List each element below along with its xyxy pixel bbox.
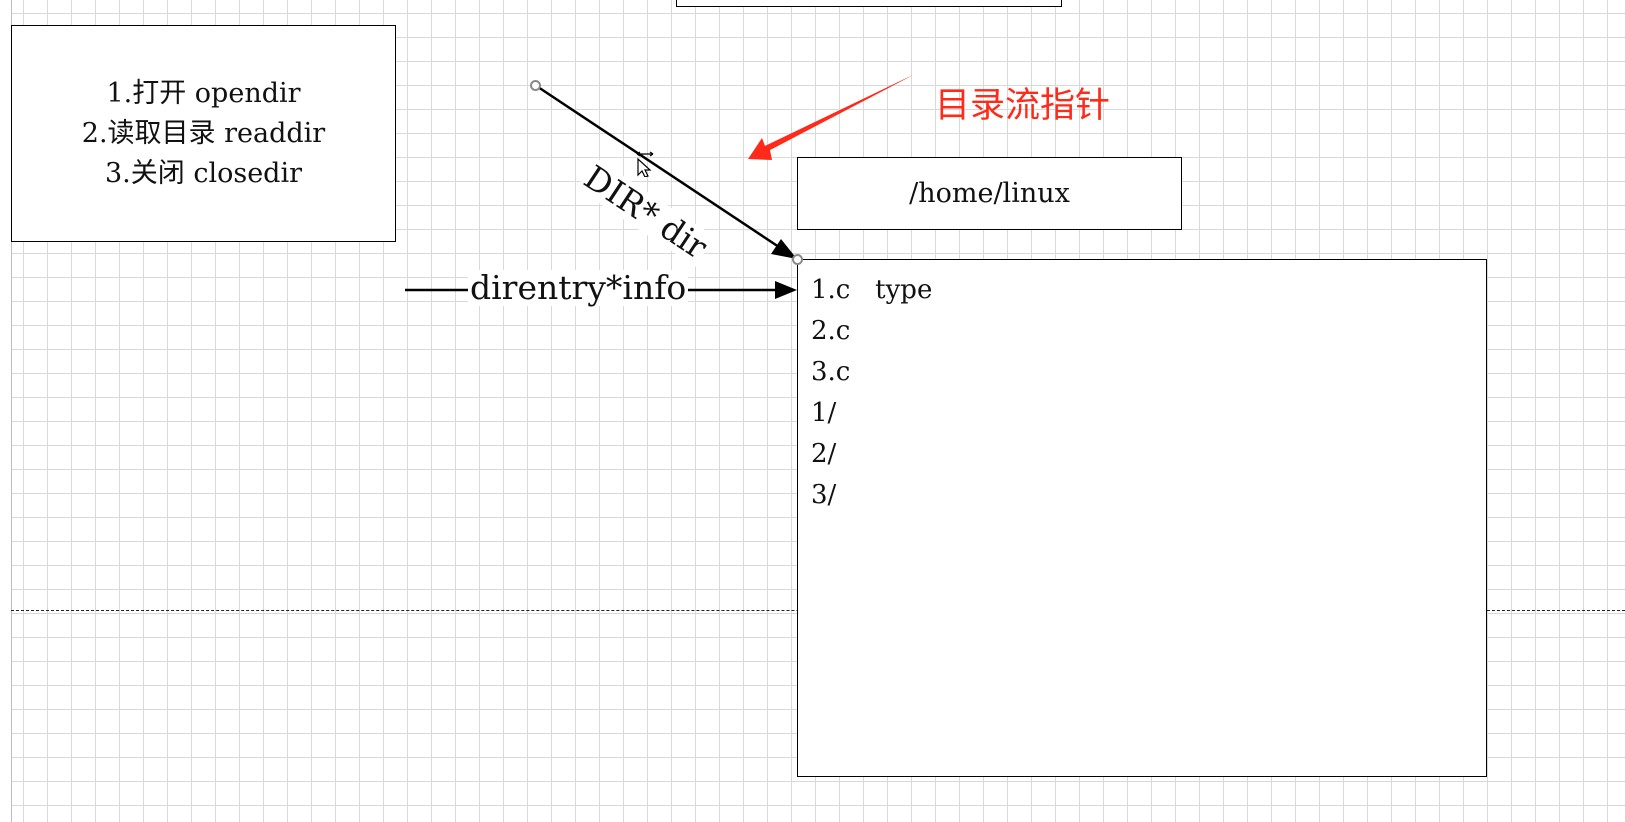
list-item: 2/ [811,439,837,469]
list-item: 3.c [811,357,851,387]
annotation-label[interactable]: 目录流指针 [935,86,1111,126]
top-partial-box[interactable] [676,0,1062,7]
directory-list-box[interactable]: 1.c type 2.c 3.c 1/ 2/ 3/ [797,259,1487,777]
path-text: /home/linux [909,178,1070,209]
mouse-cursor-icon [636,151,654,177]
arrowhead-icon [775,281,797,299]
step-open: 1.打开 opendir [106,77,301,109]
step-close: 3.关闭 closedir [104,157,302,189]
list-item: 1/ [811,398,837,428]
red-annotation-arrow-icon[interactable] [748,75,913,160]
entry-pointer-label[interactable]: direntry*info [468,268,689,307]
arrowhead-icon [771,239,797,259]
list-item: 2.c [811,316,851,346]
dir-pointer-connector[interactable] [534,83,797,259]
steps-box[interactable]: 1.打开 opendir 2.读取目录 readdir 3.关闭 closedi… [11,25,396,242]
connector-start-handle[interactable] [530,80,541,91]
step-read: 2.读取目录 readdir [81,117,326,149]
connector-end-handle[interactable] [792,254,803,265]
list-item: 1.c type [811,275,933,305]
path-box[interactable]: /home/linux [797,157,1182,230]
list-item: 3/ [811,480,837,510]
